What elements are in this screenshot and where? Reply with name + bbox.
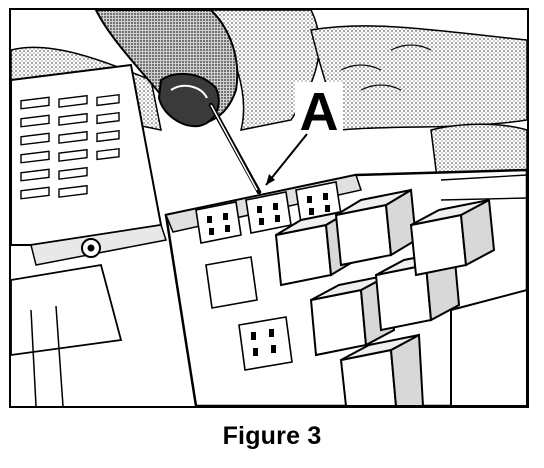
figure-caption: Figure 3 — [222, 422, 322, 450]
relay-box-body — [164, 168, 527, 406]
hand-with-screwdriver — [94, 10, 262, 195]
callout-a: A — [265, 82, 343, 186]
left-fuse-panel — [11, 63, 167, 406]
figure-illustration: A — [9, 8, 529, 408]
relay-box-drawing: A — [11, 10, 527, 406]
callout-label-a: A — [300, 82, 339, 142]
